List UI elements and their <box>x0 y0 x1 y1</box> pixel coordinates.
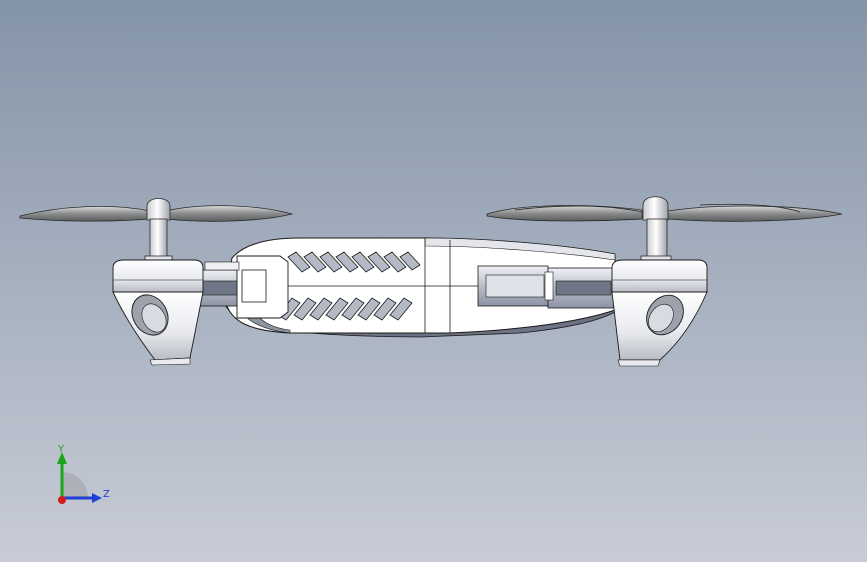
x-axis-dot <box>58 496 66 504</box>
triad-quadrant <box>62 472 88 498</box>
right-propeller <box>486 196 843 263</box>
y-axis-arrow <box>57 452 67 464</box>
left-motor-pod <box>112 259 204 366</box>
fuselage-vents <box>277 251 421 321</box>
z-axis-arrow <box>92 493 102 503</box>
left-propeller <box>19 198 294 263</box>
orientation-triad[interactable]: Y Z <box>40 440 120 515</box>
y-axis-label: Y <box>57 444 65 455</box>
right-arm <box>477 265 615 309</box>
right-motor-pod <box>611 259 708 367</box>
z-axis-label: Z <box>103 489 110 500</box>
